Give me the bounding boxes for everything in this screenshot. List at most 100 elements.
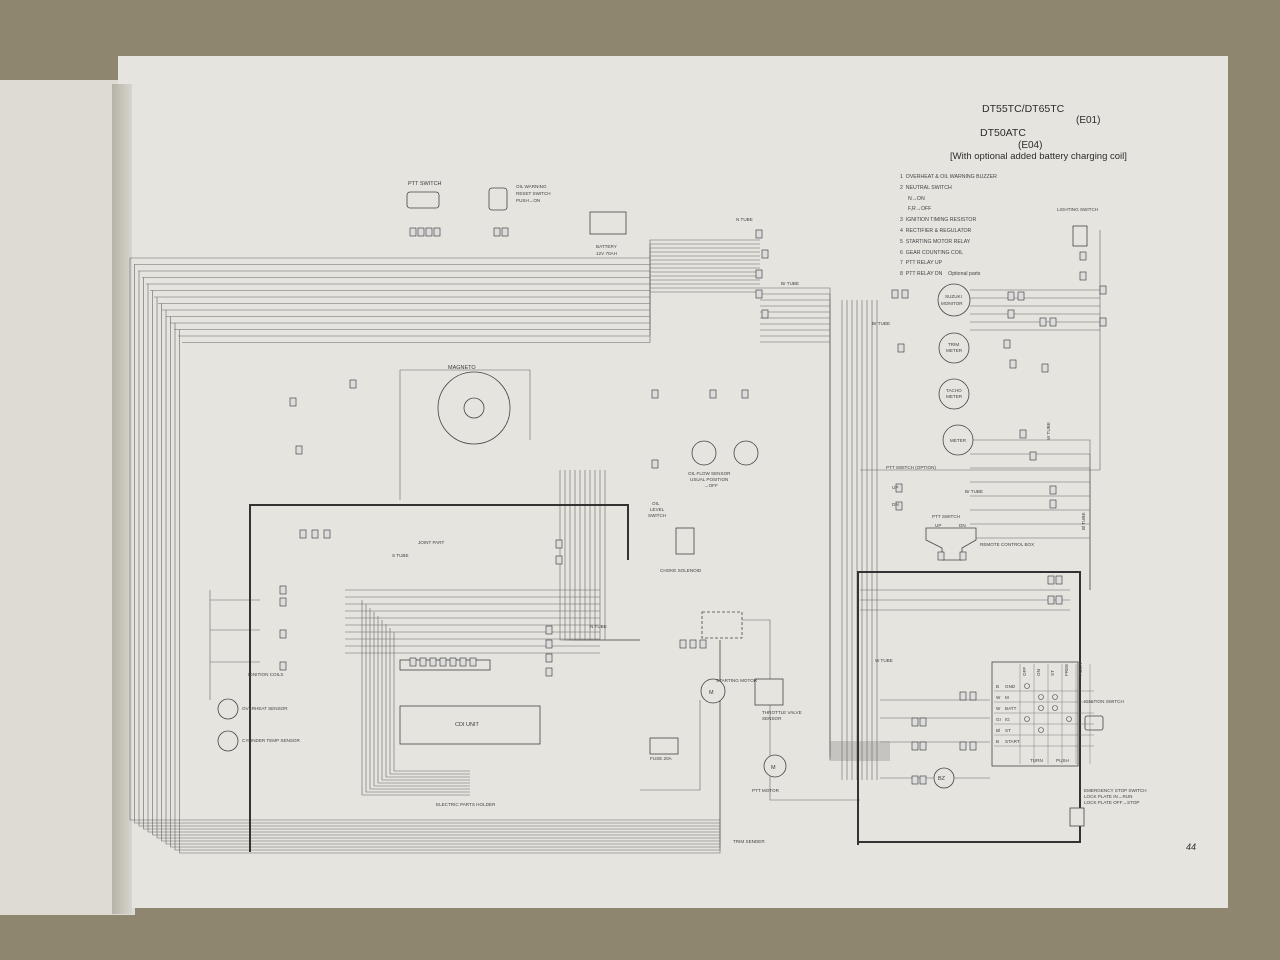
legend-item: N→ON (908, 195, 925, 202)
label-trim: TRIM (948, 342, 959, 347)
starting-motor-icon (700, 678, 726, 704)
label-ptt-switch-remote: PTT SWITCH (932, 514, 960, 519)
label-up-2: UP (935, 523, 941, 528)
label-battery-rating: 12V 70AH (596, 251, 617, 256)
switch-row-label: IG (1005, 717, 1010, 722)
ptt-switch-icon (406, 191, 440, 209)
model-code-2: (E04) (1018, 140, 1043, 151)
label-br-tube: Br TUBE (781, 281, 799, 286)
cdi-unit-box (399, 705, 541, 745)
switch-row-wire: W (996, 706, 1001, 711)
label-trim-sender: TRIM SENDER (733, 839, 765, 844)
label-n-tube-2: N TUBE (590, 624, 607, 629)
switch-row-label: START (1005, 739, 1020, 744)
switch-row-wire: B (996, 739, 999, 744)
throttle-valve-sensor-icon (754, 678, 784, 706)
label-remote-box: REMOTE CONTROL BOX (980, 542, 1034, 547)
legend-item: 3 IGNITION TIMING RESISTOR (900, 217, 977, 224)
label-choke: CHOKE SOLENOID (660, 568, 702, 573)
label-m-2: M (771, 765, 776, 771)
label-oil: OIL (652, 501, 660, 506)
label-overheat: OVERHEAT SENSOR (242, 706, 288, 711)
label-turn: TURN (1030, 758, 1043, 763)
ignition-switch-table (991, 661, 1079, 767)
switch-row-wire: W (996, 695, 1001, 700)
switch-column-label: PUSH (1078, 663, 1083, 676)
label-starting-motor: STARTING MOTOR (716, 678, 758, 683)
label-bl-tube-vertical: Bl TUBE (1081, 512, 1086, 530)
label-ignition-switch: IGNITION SWITCH (1084, 699, 1124, 704)
model-note: [With optional added battery charging co… (950, 151, 1127, 162)
legend-item: 5 STARTING MOTOR RELAY (900, 238, 971, 245)
label-push-on: PUSH→ON (516, 198, 540, 203)
switch-column-label: OFF (1022, 667, 1027, 676)
label-electric-parts: ELECTRIC PARTS HOLDER (436, 802, 496, 807)
ptt-motor-icon (763, 754, 787, 778)
label-monitor: MONITOR (941, 301, 963, 306)
label-w-tube: W TUBE (875, 658, 893, 663)
relay-box (701, 611, 743, 639)
oil-level-sensor-icon (733, 440, 759, 466)
label-w-tube-vertical: W TUBE (1046, 422, 1051, 440)
label-meter: METER (950, 438, 967, 443)
choke-solenoid-icon (675, 527, 695, 555)
cylinder-temp-sensor-icon (217, 730, 239, 752)
parts-legend: 1 OVERHEAT & OIL WARNING BUZZER 2 NEUTRA… (900, 172, 997, 280)
oil-flow-sensor-icon (691, 440, 717, 466)
label-level: LEVEL (650, 507, 665, 512)
optional-parts-note: Optional parts (948, 271, 981, 278)
switch-row-wire: Gr (996, 717, 1002, 722)
switch-row-wire: B (996, 684, 999, 689)
ignition-key-icon (1084, 715, 1104, 731)
label-push: PUSH (1056, 758, 1069, 763)
label-ptt-motor: PTT MOTOR (752, 788, 780, 793)
switch-row-label: GND (1005, 684, 1016, 689)
label-usual-position: USUAL POSITION (690, 477, 728, 482)
switch-row-label: M (1005, 695, 1009, 700)
model-code-1: (E01) (1076, 115, 1101, 126)
label-br-tube-2: Br TUBE (872, 321, 890, 326)
legend-item: F,R→OFF (908, 206, 932, 213)
label-magneto: MAGNETO (448, 365, 476, 371)
legend-item: 4 RECTIFIER & REGULATOR (900, 227, 972, 234)
meter-icon (942, 424, 974, 456)
switch-row-label: ST (1005, 728, 1011, 733)
battery-icon (589, 211, 627, 235)
oil-warning-reset-switch-icon (488, 187, 508, 211)
legend-item: 8 PTT RELAY DN Optional parts (900, 271, 981, 278)
label-tacho: TACHO (946, 388, 962, 393)
label-n-tube: N TUBE (736, 217, 753, 222)
label-br-tube-3: Br TUBE (965, 489, 983, 494)
label-switch: SWITCH (648, 513, 666, 518)
label-ignition-coils: IGNITION COILS (248, 672, 283, 677)
label-emergency: EMERGENCY STOP SWITCH (1084, 788, 1147, 793)
model-title-1: DT55TC/DT65TC (982, 103, 1065, 115)
label-cdi: CDI UNIT (455, 722, 479, 728)
legend-item: 2 NEUTRAL SWITCH (900, 184, 952, 191)
book-spine-fold (112, 84, 132, 914)
fuse-icon (649, 737, 679, 755)
label-oil-flow: OIL FLOW SENSOR (688, 471, 731, 476)
label-m: M (709, 690, 714, 696)
legend-item: 6 GEAR COUNTING COIL (900, 249, 964, 256)
label-up: UP (892, 485, 898, 490)
switch-column-label: ON (1036, 669, 1041, 676)
label-tacho-meter: METER (946, 394, 963, 399)
label-lock-run: LOCK PLATE IN→RUN (1084, 794, 1132, 799)
label-ptt-option: PTT SWITCH (OPTION) (886, 465, 936, 470)
label-bz: BZ (938, 776, 946, 782)
label-off: →OFF (704, 483, 718, 488)
switch-row-label: BATT (1005, 706, 1017, 711)
label-dn: DN (892, 502, 899, 507)
trim-meter-icon (938, 332, 970, 364)
legend-item: 7 PTT RELAY UP (900, 260, 943, 267)
label-dn-2: DN (959, 523, 966, 528)
label-cylinder-temp: CYLINDER TEMP SENSOR (242, 738, 300, 743)
legend-item: 1 OVERHEAT & OIL WARNING BUZZER (900, 174, 997, 180)
tacho-meter-icon (938, 378, 970, 410)
label-reset-switch: RESET SWITCH (516, 191, 551, 196)
switch-column-label: ST (1050, 670, 1055, 676)
label-suzuki: SUZUKI (945, 294, 962, 299)
